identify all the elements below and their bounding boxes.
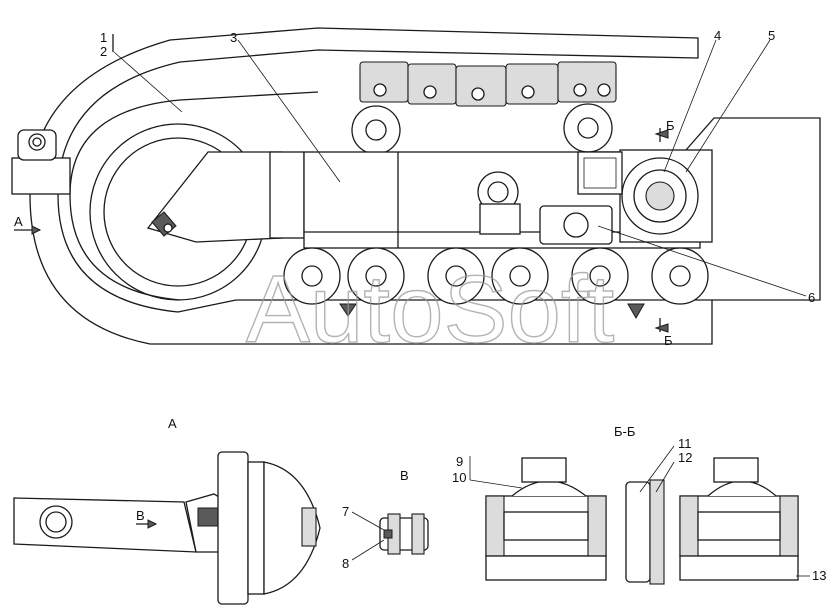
view-a-title: А [168,416,177,431]
track-rollers [283,247,709,305]
flange-plate [539,205,613,245]
callout-8: 8 [342,556,349,571]
callout-5: 5 [768,28,775,43]
callout-12: 12 [678,450,692,465]
callout-6: 6 [808,290,815,305]
view-v-title: В [400,468,409,483]
carrier-rollers [351,103,613,155]
section-mark-b-bottom: Б [664,333,673,348]
front-bracket [11,157,71,195]
tension-arm [13,497,197,553]
view-arrow-a: А [14,214,23,229]
callout-7: 7 [342,504,349,519]
section-mark-b-top: Б [666,118,675,133]
section-bb-title: Б-Б [614,424,635,439]
junction-box [577,151,623,195]
view-v: В 7 8 [342,468,429,571]
watermark: AutoSoft [246,256,614,363]
track-link-section [625,481,651,583]
callout-9: 9 [456,454,463,469]
callout-11: 11 [678,436,692,451]
main-view: Б Б А 1 2 3 4 5 6 [11,27,821,348]
track-chain-outline [29,27,713,345]
callout-1: 1 [100,30,107,45]
callout-3: 3 [230,30,237,45]
view-arrow-v: В [136,508,145,523]
view-a: А В [13,416,321,605]
callout-4: 4 [714,28,721,43]
callout-13: 13 [812,568,826,583]
idler-wheel-side [217,451,249,605]
upper-track-shoes [359,61,617,107]
callout-10: 10 [452,470,466,485]
callout-2: 2 [100,44,107,59]
section-b-b: Б-Б 9 10 11 12 13 [452,424,826,585]
